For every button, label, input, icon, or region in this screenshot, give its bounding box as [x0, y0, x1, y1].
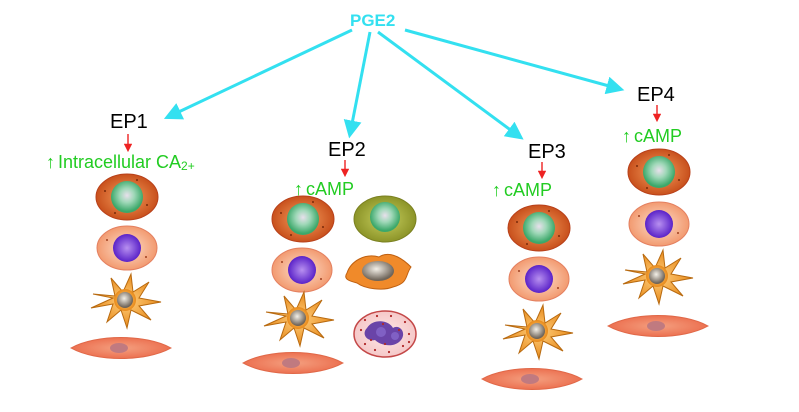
- dendritic-cell-icon: [502, 304, 574, 360]
- dendritic-cell-icon: [622, 249, 694, 305]
- stem-cell-icon: [627, 148, 691, 196]
- purple-nucleus-cell-icon: [508, 256, 570, 302]
- ep1-effect-text: Intracellular CA: [58, 152, 182, 172]
- ep3-label: EP3: [528, 141, 566, 163]
- stem-cell-icon: [95, 173, 159, 221]
- ep1-effect: ↑Intracellular CA2+: [46, 153, 195, 172]
- ep1-effect-sub: 2+: [181, 159, 195, 173]
- ep3-effect-text: cAMP: [504, 180, 553, 200]
- mast-cell-icon: [353, 310, 417, 358]
- olive-cell-icon: [353, 195, 417, 243]
- arrow-pge2-to-ep3: [377, 30, 524, 140]
- up-arrow-icon: ↑: [622, 126, 631, 146]
- arrow-pge2-to-ep1: [163, 28, 353, 120]
- stem-cell-icon: [507, 204, 571, 252]
- up-arrow-icon: ↑: [46, 152, 55, 172]
- ep3-effect: ↑cAMP: [492, 181, 552, 199]
- ep2-label: EP2: [328, 139, 366, 161]
- ep2-effect: ↑cAMP: [294, 180, 354, 198]
- spindle-cell-icon: [70, 337, 172, 359]
- arrow-pge2-to-ep2: [343, 31, 372, 139]
- purple-nucleus-cell-icon: [271, 247, 333, 293]
- purple-nucleus-cell-icon: [96, 225, 158, 271]
- arrow-pge2-to-ep4: [404, 28, 625, 95]
- ep1-label: EP1: [110, 111, 148, 133]
- dendritic-cell-icon: [90, 273, 162, 329]
- stem-cell-icon: [271, 195, 335, 243]
- up-arrow-icon: ↑: [492, 180, 501, 200]
- spindle-cell-icon: [481, 368, 583, 390]
- ep4-effect: ↑cAMP: [622, 127, 682, 145]
- spindle-cell-icon: [607, 315, 709, 337]
- ep4-effect-text: cAMP: [634, 126, 683, 146]
- purple-nucleus-cell-icon: [628, 201, 690, 247]
- up-arrow-icon: ↑: [294, 179, 303, 199]
- pge2-label: PGE2: [350, 11, 396, 30]
- macrophage-cell-icon: [345, 253, 412, 290]
- ep2-effect-text: cAMP: [306, 179, 355, 199]
- ep4-label: EP4: [637, 84, 675, 106]
- spindle-cell-icon: [242, 352, 344, 374]
- dendritic-cell-icon: [263, 291, 335, 347]
